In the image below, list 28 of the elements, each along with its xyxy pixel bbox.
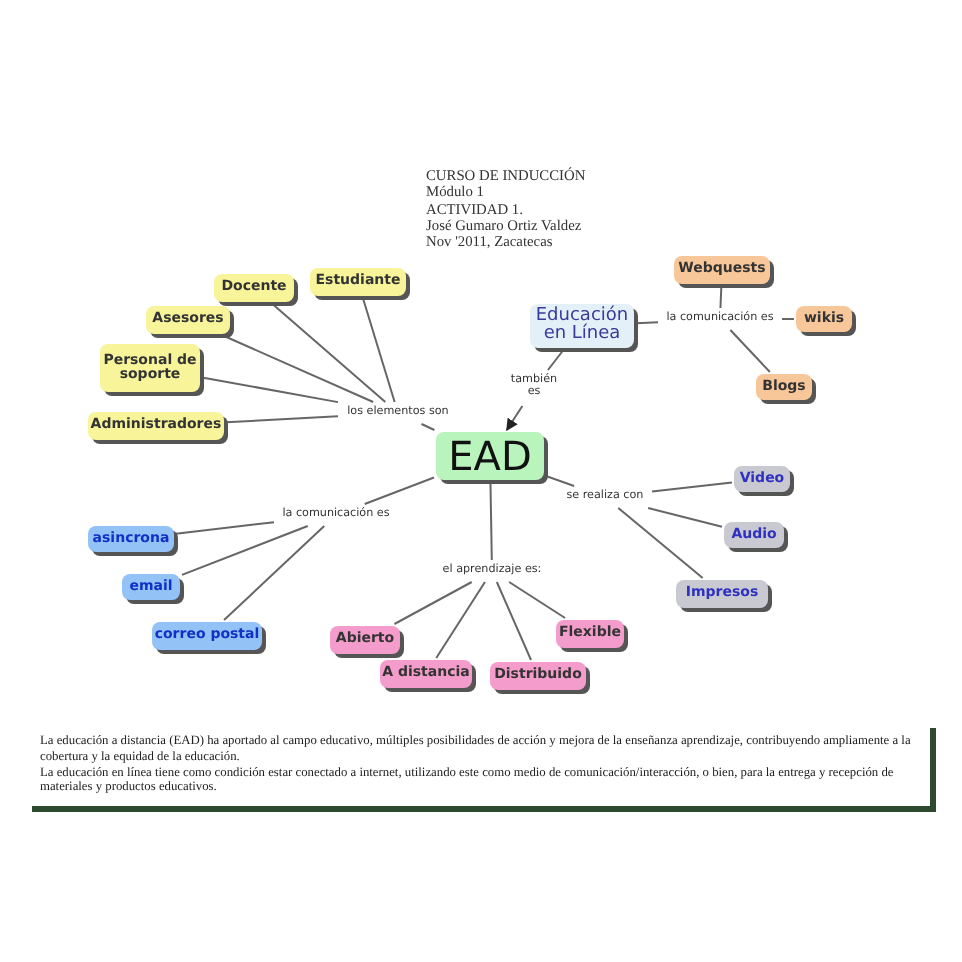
connector-line bbox=[363, 476, 435, 505]
connector-line bbox=[719, 285, 723, 309]
connector-line bbox=[223, 525, 326, 621]
connector-line bbox=[545, 474, 576, 487]
connector-line bbox=[175, 521, 275, 535]
concept-box: EAD bbox=[436, 432, 544, 480]
connector-line bbox=[651, 481, 733, 493]
connector-line bbox=[647, 507, 723, 528]
connector-line bbox=[201, 376, 339, 404]
connector-line bbox=[223, 335, 375, 403]
connector-line bbox=[495, 581, 532, 661]
connector-line bbox=[420, 423, 436, 431]
connector-line bbox=[271, 303, 387, 403]
connector-line bbox=[508, 581, 567, 619]
connector-line bbox=[546, 349, 565, 371]
concept-box: Educación en Línea bbox=[530, 304, 634, 348]
connector-line bbox=[393, 581, 473, 625]
connector-line bbox=[435, 581, 486, 659]
note-box bbox=[32, 728, 936, 813]
connector-line bbox=[781, 318, 795, 320]
connector-line bbox=[635, 321, 659, 325]
connector-line bbox=[181, 525, 309, 576]
connector-line bbox=[617, 507, 704, 579]
connector-line bbox=[489, 481, 493, 561]
connector-line bbox=[225, 415, 339, 424]
arrow bbox=[505, 405, 524, 431]
connector-line bbox=[361, 297, 396, 403]
connector-line bbox=[729, 329, 771, 373]
